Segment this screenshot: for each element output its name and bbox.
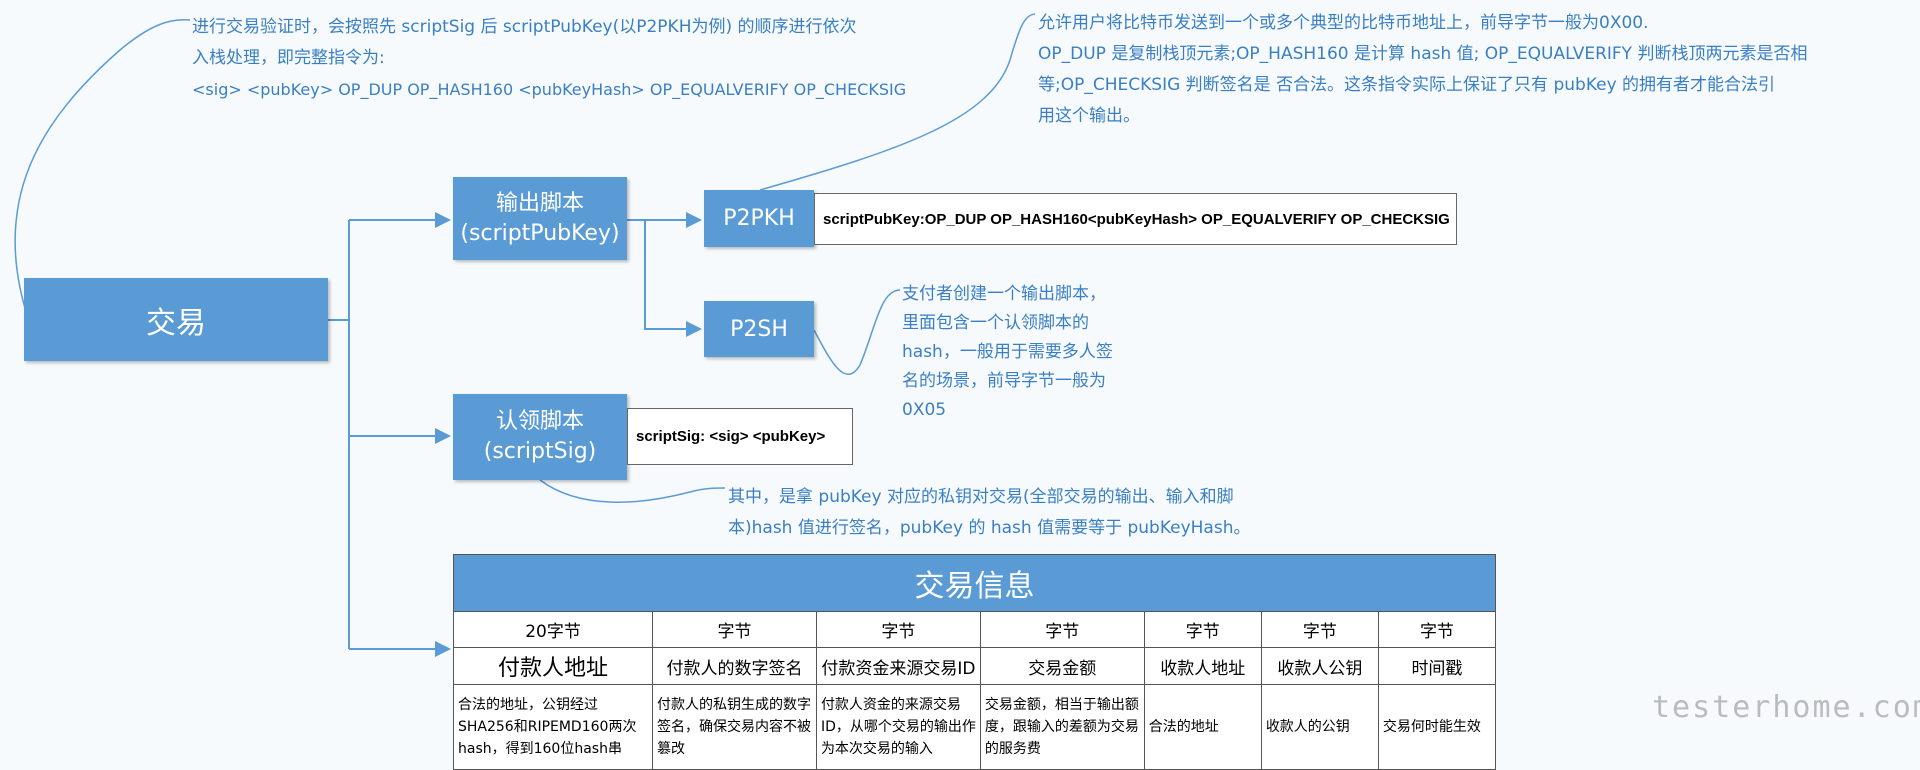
note-p2sh: 支付者创建一个输出脚本， 里面包含一个认领脚本的 hash，一般用于需要多人签 … bbox=[902, 280, 1113, 425]
note-line: 里面包含一个认领脚本的 bbox=[902, 313, 1089, 333]
description-cell: 合法的地址，公钥经过SHA256和RIPEMD160两次hash，得到160位h… bbox=[452, 684, 654, 770]
note-line: 名的场景，前导字节一般为 bbox=[902, 371, 1106, 391]
description-cell: 交易金额，相当于输出额度，跟输入的差额为交易的服务费 bbox=[979, 684, 1145, 770]
field-cell: 付款资金来源交易ID bbox=[815, 647, 981, 685]
size-cell: 字节 bbox=[1377, 611, 1497, 648]
node-p2sh[interactable]: P2SH bbox=[704, 301, 814, 357]
node-label: 交易 bbox=[146, 305, 206, 341]
size-cell: 字节 bbox=[979, 611, 1145, 648]
table-row-fields: 付款人地址 付款人的数字签名 付款资金来源交易ID 交易金额 收款人地址 收款人… bbox=[452, 647, 1497, 685]
node-sublabel: (scriptSig) bbox=[483, 439, 597, 464]
note-line: 支付者创建一个输出脚本， bbox=[902, 284, 1106, 304]
table-title: 交易信息 bbox=[453, 554, 1496, 612]
watermark: testerhome.com bbox=[1652, 690, 1920, 725]
table-row-sizes: 20字节 字节 字节 字节 字节 字节 字节 bbox=[452, 611, 1497, 648]
note-line: 用这个输出。 bbox=[1038, 106, 1140, 126]
note-p2pkh: 允许用户将比特币发送到一个或多个典型的比特币地址上，前导字节一般为0X00. O… bbox=[1038, 8, 1807, 132]
node-claim-script[interactable]: 认领脚本 (scriptSig) bbox=[453, 394, 627, 480]
size-cell: 字节 bbox=[1260, 611, 1379, 648]
field-cell: 交易金额 bbox=[979, 647, 1145, 685]
table-row-descriptions: 合法的地址，公钥经过SHA256和RIPEMD160两次hash，得到160位h… bbox=[452, 684, 1497, 770]
note-scriptsig: 其中，是拿 pubKey 对应的私钥对交易(全部交易的输出、输入和脚 本)has… bbox=[728, 482, 1250, 544]
node-sublabel: (scriptPubKey) bbox=[460, 220, 620, 246]
field-cell: 付款人的数字签名 bbox=[652, 647, 817, 685]
callout-p2pkh bbox=[759, 13, 1036, 191]
note-line: 进行交易验证时，会按照先 scriptSig 后 scriptPubKey(以P… bbox=[192, 17, 857, 37]
p2pkh-script: scriptPubKey:OP_DUP OP_HASH160<pubKeyHas… bbox=[823, 210, 1450, 228]
note-line: 等;OP_CHECKSIG 判断签名是 否合法。这条指令实际上保证了只有 pub… bbox=[1038, 75, 1776, 95]
size-cell: 20字节 bbox=[452, 611, 654, 648]
node-label: P2PKH bbox=[723, 206, 795, 231]
description-cell: 合法的地址 bbox=[1143, 684, 1262, 770]
field-cell: 收款人地址 bbox=[1143, 647, 1262, 685]
scriptsig-text: scriptSig: <sig> <pubKey> bbox=[636, 428, 826, 445]
node-p2pkh[interactable]: P2PKH bbox=[704, 190, 814, 247]
connector-p2sh bbox=[644, 220, 702, 337]
node-label: 输出脚本 bbox=[495, 190, 584, 216]
node-transaction[interactable]: 交易 bbox=[24, 278, 328, 361]
size-cell: 字节 bbox=[652, 611, 817, 648]
size-cell: 字节 bbox=[1143, 611, 1262, 648]
description-cell: 交易何时能生效 bbox=[1377, 684, 1497, 770]
description-cell: 付款人资金的来源交易ID，从哪个交易的输出作为本次交易的输入 bbox=[815, 684, 981, 770]
node-label: P2SH bbox=[730, 316, 788, 342]
field-cell: 收款人公钥 bbox=[1260, 647, 1379, 685]
callout-verification bbox=[14, 18, 191, 319]
note-line: 0X05 bbox=[902, 400, 947, 420]
description-cell: 收款人的公钥 bbox=[1260, 684, 1379, 770]
transaction-info-table: 交易信息 20字节 字节 字节 字节 字节 字节 字节 付款人地址 付款人的数字… bbox=[452, 554, 1497, 770]
p2pkh-script-box: scriptPubKey:OP_DUP OP_HASH160<pubKeyHas… bbox=[814, 193, 1457, 245]
note-line: 本)hash 值进行签名，pubKey 的 hash 值需要等于 pubKeyH… bbox=[728, 518, 1251, 538]
callout-scriptsig bbox=[539, 479, 726, 503]
note-line: OP_DUP 是复制栈顶元素;OP_HASH160 是计算 hash 值; OP… bbox=[1038, 44, 1808, 64]
node-label: 认领脚本 bbox=[495, 409, 584, 434]
note-verification: 进行交易验证时，会按照先 scriptSig 后 scriptPubKey(以P… bbox=[192, 12, 906, 105]
note-line: 入栈处理，即完整指令为: bbox=[192, 48, 385, 68]
node-output-script[interactable]: 输出脚本 (scriptPubKey) bbox=[453, 177, 627, 260]
note-line: 其中，是拿 pubKey 对应的私钥对交易(全部交易的输出、输入和脚 bbox=[728, 487, 1234, 507]
field-cell: 付款人地址 bbox=[452, 647, 654, 685]
note-line: hash，一般用于需要多人签 bbox=[902, 342, 1113, 362]
size-cell: 字节 bbox=[815, 611, 981, 648]
note-line: 允许用户将比特币发送到一个或多个典型的比特币地址上，前导字节一般为0X00. bbox=[1038, 13, 1649, 33]
callout-p2sh bbox=[813, 289, 901, 375]
description-cell: 付款人的私钥生成的数字签名，确保交易内容不被篡改 bbox=[652, 684, 817, 770]
scriptsig-box: scriptSig: <sig> <pubKey> bbox=[627, 408, 853, 465]
note-line: <sig> <pubKey> OP_DUP OP_HASH160 <pubKey… bbox=[192, 80, 907, 99]
field-cell: 时间戳 bbox=[1377, 647, 1497, 685]
